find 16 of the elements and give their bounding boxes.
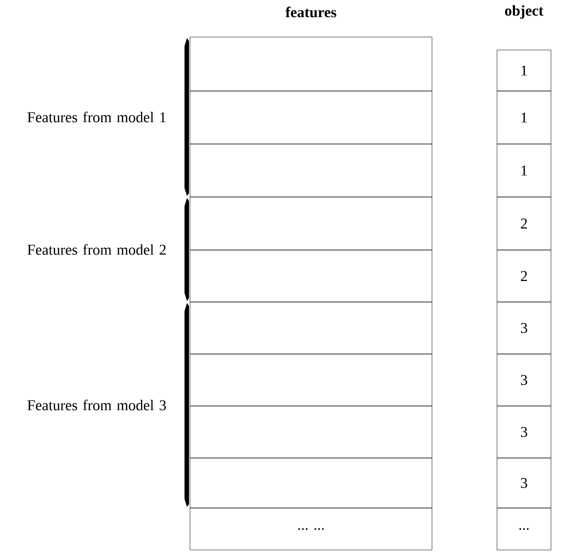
group-label: Features from model 1 (27, 112, 166, 122)
table-cell: 2 (496, 196, 552, 250)
table-cell: 1 (496, 90, 552, 144)
group-label: Features from model 2 (27, 244, 166, 255)
table-cell: 3 (496, 406, 552, 458)
column-heading: object (505, 5, 544, 19)
table-cell: 1 (496, 50, 552, 92)
table-cell: ... (496, 508, 552, 550)
table-cell: 3 (496, 458, 552, 508)
group-label: Features from model 3 (27, 400, 166, 410)
table-cell: 3 (496, 302, 552, 354)
table-cell: 3 (496, 354, 552, 406)
table-cell: ... ... (190, 508, 432, 550)
table-cell: 1 (496, 144, 552, 198)
column-heading: features (286, 6, 336, 18)
table-cell: 2 (496, 250, 552, 302)
